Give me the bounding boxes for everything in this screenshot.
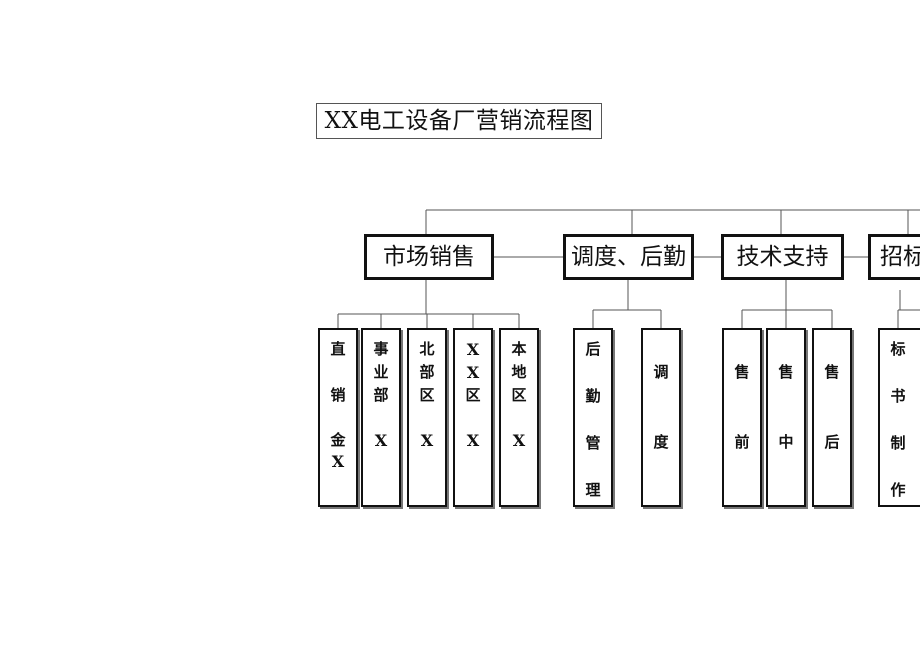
sub-local-region: 本 地 区 X xyxy=(499,328,539,507)
branch-lines-dispatch xyxy=(592,280,662,328)
char: X xyxy=(466,431,480,450)
char: 作 xyxy=(890,481,906,499)
char: X xyxy=(512,431,526,450)
char: X xyxy=(466,363,480,382)
char: 书 xyxy=(890,387,906,405)
category-market-sales: 市场销售 xyxy=(364,234,494,280)
branch-lines-tech xyxy=(741,280,833,328)
char: 部 xyxy=(419,363,435,381)
sub-xx-region: X X 区 X xyxy=(453,328,493,507)
char: X xyxy=(331,452,345,471)
char: 销 xyxy=(330,386,346,404)
char: 调 xyxy=(653,363,669,381)
char: 后 xyxy=(585,340,601,358)
char: 北 xyxy=(419,340,435,358)
char: X xyxy=(466,340,480,359)
char: X xyxy=(374,431,388,450)
char: 售 xyxy=(778,363,794,381)
char: 地 xyxy=(511,363,527,381)
diagram-title: XX电工设备厂营销流程图 xyxy=(316,103,602,139)
sub-after-sales: 售 后 xyxy=(812,328,852,507)
char: 后 xyxy=(824,433,840,451)
category-tech-support: 技术支持 xyxy=(721,234,844,280)
sub-pre-sales: 售 前 xyxy=(722,328,762,507)
char: 前 xyxy=(734,433,750,451)
char: 标 xyxy=(890,340,906,358)
sub-logistics-management: 后 勤 管 理 xyxy=(573,328,613,507)
char: 部 xyxy=(373,386,389,404)
sub-dispatch: 调 度 xyxy=(641,328,681,507)
char: 勤 xyxy=(585,387,601,405)
char: 度 xyxy=(653,433,669,451)
char: 直 xyxy=(330,340,346,358)
char: 理 xyxy=(585,481,601,499)
category-dispatch-logistics: 调度、后勤 xyxy=(563,234,694,280)
char: 中 xyxy=(778,433,794,451)
sub-bid-document: 标 书 制 作 xyxy=(878,328,920,507)
top-bus-line xyxy=(425,209,920,234)
branch-lines-tender xyxy=(897,290,920,328)
sub-business-division: 事 业 部 X xyxy=(361,328,401,507)
char: X xyxy=(420,431,434,450)
char: 区 xyxy=(511,386,527,404)
branch-lines-market xyxy=(337,280,520,328)
sub-north-region: 北 部 区 X xyxy=(407,328,447,507)
sub-direct-sales: 直 销 金 X xyxy=(318,328,358,507)
char: 制 xyxy=(890,434,906,452)
char: 金 xyxy=(330,431,346,449)
char: 本 xyxy=(511,340,527,358)
char: 售 xyxy=(824,363,840,381)
char: 售 xyxy=(734,363,750,381)
sub-in-sales: 售 中 xyxy=(766,328,806,507)
category-tender: 招标 xyxy=(868,234,920,280)
char: 区 xyxy=(419,386,435,404)
char: 管 xyxy=(585,434,601,452)
char: 事 xyxy=(373,340,389,358)
char: 区 xyxy=(465,386,481,404)
char: 业 xyxy=(373,363,389,381)
